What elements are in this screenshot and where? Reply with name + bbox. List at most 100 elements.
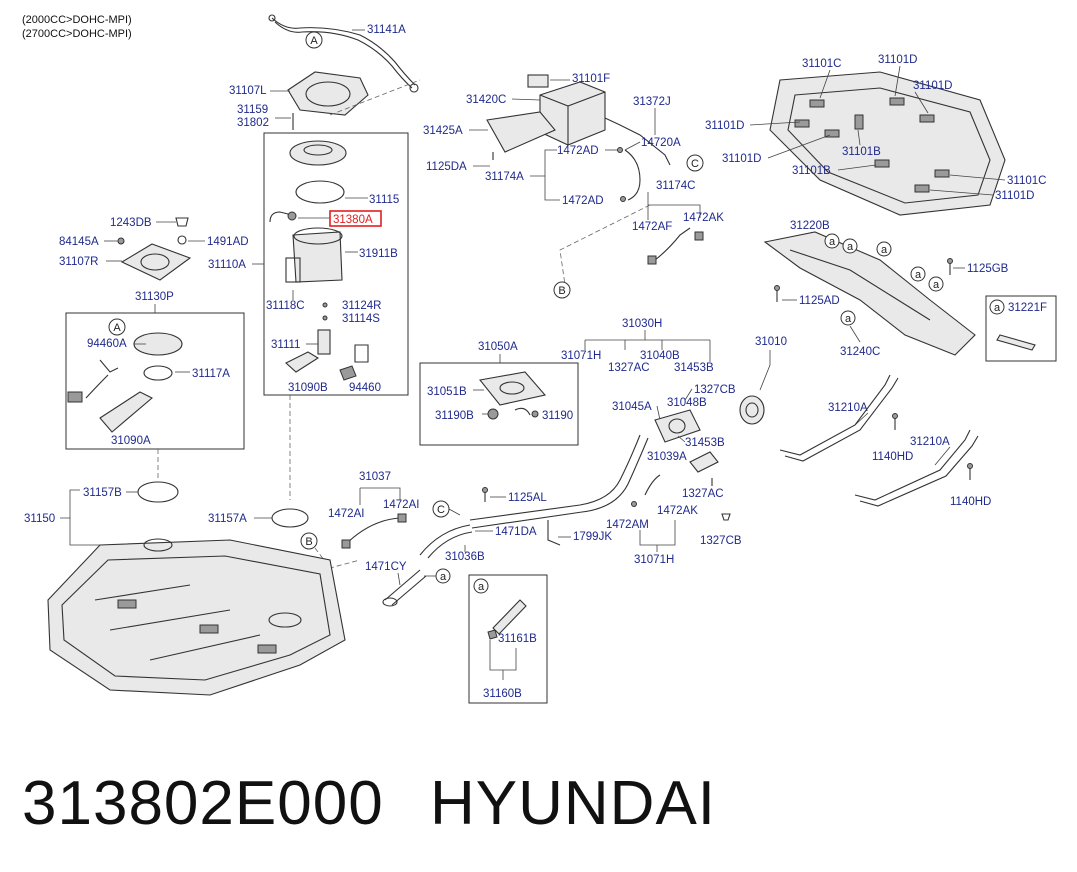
- brand-name: HYUNDAI: [430, 769, 717, 838]
- label-31071H-top: 31071H: [561, 350, 601, 362]
- label-31157B: 31157B: [83, 487, 122, 499]
- label-31141A: 31141A: [367, 24, 406, 36]
- label-1472AD-upper: 1472AD: [557, 145, 599, 157]
- callout-B-right: B: [553, 281, 571, 299]
- label-1472AK-lower: 1472AK: [657, 505, 698, 517]
- sender-ring: [143, 365, 173, 381]
- label-31039A: 31039A: [647, 451, 687, 463]
- cover-plate-right: [120, 243, 192, 281]
- filler-bracket-31039A: [689, 451, 719, 473]
- engine-spec-line-2: (2700CC>DOHC-MPI): [22, 28, 132, 40]
- label-31101D-right2: 31101D: [995, 190, 1034, 202]
- label-1472AI-right: 1472AI: [383, 499, 419, 511]
- svg-text:a: a: [847, 241, 854, 253]
- label-31115: 31115: [369, 194, 399, 206]
- label-31030H: 31030H: [622, 318, 662, 330]
- svg-text:a: a: [478, 581, 485, 593]
- label-1125AL: 1125AL: [508, 492, 547, 504]
- label-31111: 31111: [271, 339, 300, 351]
- svg-text:A: A: [310, 35, 318, 47]
- label-31157A: 31157A: [208, 513, 247, 525]
- callout-a-shield-6: a: [840, 310, 856, 326]
- svg-text:a: a: [933, 279, 940, 291]
- tank-gasket-31157A: [271, 508, 309, 528]
- label-31101B-mid: 31101B: [842, 146, 881, 158]
- tank-gasket-31157B: [137, 481, 179, 503]
- label-31110A: 31110A: [208, 259, 246, 271]
- callout-a-shield-3: a: [876, 241, 892, 257]
- label-31453B-top: 31453B: [674, 362, 714, 374]
- label-31220B: 31220B: [790, 220, 830, 232]
- callout-a-shield-4: a: [910, 266, 926, 282]
- filler-hose-31036B: [419, 524, 471, 556]
- label-94460: 94460: [349, 382, 381, 394]
- cover-plate-left: [287, 71, 369, 116]
- clip-1799JK: [547, 520, 561, 546]
- label-31101C-right: 31101C: [1007, 175, 1046, 187]
- fuel-system-parts-diagram: (2000CC>DOHC-MPI) (2700CC>DOHC-MPI) 3114…: [22, 14, 1057, 704]
- label-31210A-upper: 31210A: [828, 402, 868, 414]
- label-31037: 31037: [359, 471, 391, 483]
- canister-filter-31101F: [527, 74, 549, 88]
- label-31118C: 31118C: [266, 300, 305, 312]
- engine-spec-line-1: (2000CC>DOHC-MPI): [22, 14, 132, 26]
- pressure-regulator: [269, 211, 293, 223]
- label-31911B: 31911B: [359, 248, 398, 260]
- filler-neck-pipe: [469, 434, 641, 521]
- callout-A-top: A: [305, 31, 323, 49]
- pump-flange: [289, 140, 347, 166]
- fuel-sender-box: [65, 312, 245, 450]
- label-1327AC-top: 1327AC: [608, 362, 650, 374]
- label-31010: 31010: [755, 336, 787, 348]
- label-1243DB: 1243DB: [110, 217, 152, 229]
- highlight-box-31380A: [329, 210, 382, 227]
- svg-text:C: C: [691, 158, 699, 170]
- vent-valve-31161B: [492, 599, 527, 635]
- svg-text:a: a: [829, 236, 836, 248]
- label-1472AF: 1472AF: [632, 221, 672, 233]
- callout-C-mid: C: [432, 500, 450, 518]
- callout-B-left: B: [300, 532, 318, 550]
- callout-a-shield-1: a: [824, 233, 840, 249]
- label-1125DA: 1125DA: [426, 161, 467, 173]
- label-31107L: 31107L: [229, 85, 267, 97]
- label-31101D-left2: 31101D: [722, 153, 761, 165]
- hose-31037: [344, 517, 401, 546]
- pump-seal-ring: [295, 180, 345, 204]
- label-1472AM: 1472AM: [606, 519, 649, 531]
- breather-hose-31071H: [644, 474, 661, 496]
- label-1472AD-lower: 1472AD: [562, 195, 604, 207]
- label-31050A: 31050A: [478, 341, 518, 353]
- vapor-hose: [604, 117, 671, 166]
- svg-text:a: a: [915, 269, 922, 281]
- svg-text:a: a: [845, 313, 852, 325]
- label-31114S: 31114S: [342, 313, 380, 325]
- callout-a-clip: a: [989, 299, 1005, 315]
- label-31101B-lower: 31101B: [792, 165, 831, 177]
- footer-bar: 313802E000 HYUNDAI: [0, 740, 1077, 872]
- label-1471CY: 1471CY: [365, 561, 407, 573]
- svg-text:A: A: [113, 322, 121, 334]
- sender-strainer: [99, 391, 153, 433]
- label-31040B: 31040B: [640, 350, 680, 362]
- fuel-pump-module: [292, 231, 343, 283]
- svg-text:C: C: [437, 504, 445, 516]
- door-spring-31190B: [487, 408, 499, 420]
- vent-valve-detail-box: [468, 574, 548, 704]
- filler-door-31051B: [478, 371, 547, 406]
- tank-strap-upper: [779, 374, 891, 456]
- callout-a-shield-2: a: [842, 238, 858, 254]
- label-1125AD: 1125AD: [799, 295, 840, 307]
- svg-text:a: a: [881, 244, 888, 256]
- label-31036B: 31036B: [445, 551, 485, 563]
- pump-filter: [285, 351, 320, 373]
- label-31107R: 31107R: [59, 256, 98, 268]
- clip-31221F: [996, 334, 1036, 351]
- label-1327CB-lower: 1327CB: [700, 535, 742, 547]
- label-1491AD: 1491AD: [207, 236, 249, 248]
- label-31425A: 31425A: [423, 125, 463, 137]
- label-31090B: 31090B: [288, 382, 328, 394]
- label-31124R: 31124R: [342, 300, 381, 312]
- label-31190B: 31190B: [435, 410, 474, 422]
- label-1799JK: 1799JK: [573, 531, 612, 543]
